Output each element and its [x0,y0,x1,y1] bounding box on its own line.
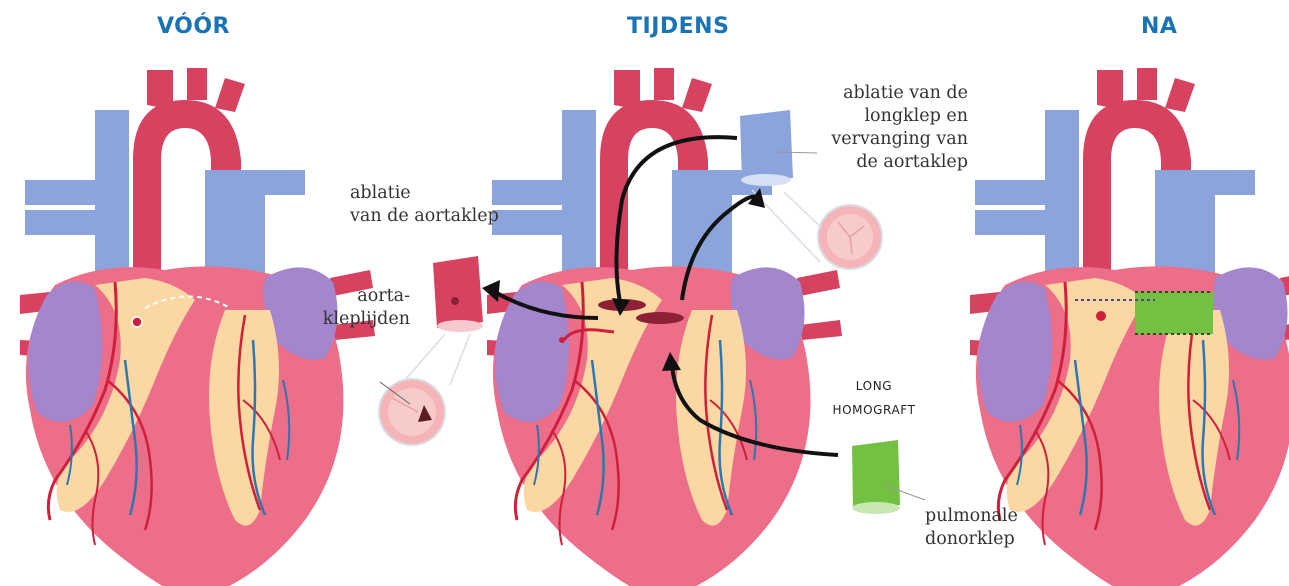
label-pulmonary-ablation: ablatie van de longklep en vervanging va… [800,82,968,174]
title-before: VÓÓR [157,14,230,39]
title-during: TIJDENS [627,14,729,39]
label-aortic-cusps: aorta- kleplijden [305,285,410,331]
label-lung-homograft: LONG HOMOGRAFT [820,374,928,422]
label-aortic-ablation: ablatie van de aortaklep [350,182,499,228]
lung-homograft-tube [852,440,925,514]
title-after: NA [1141,14,1177,39]
label-donor-valve: pulmonale donorklep [925,505,1018,551]
